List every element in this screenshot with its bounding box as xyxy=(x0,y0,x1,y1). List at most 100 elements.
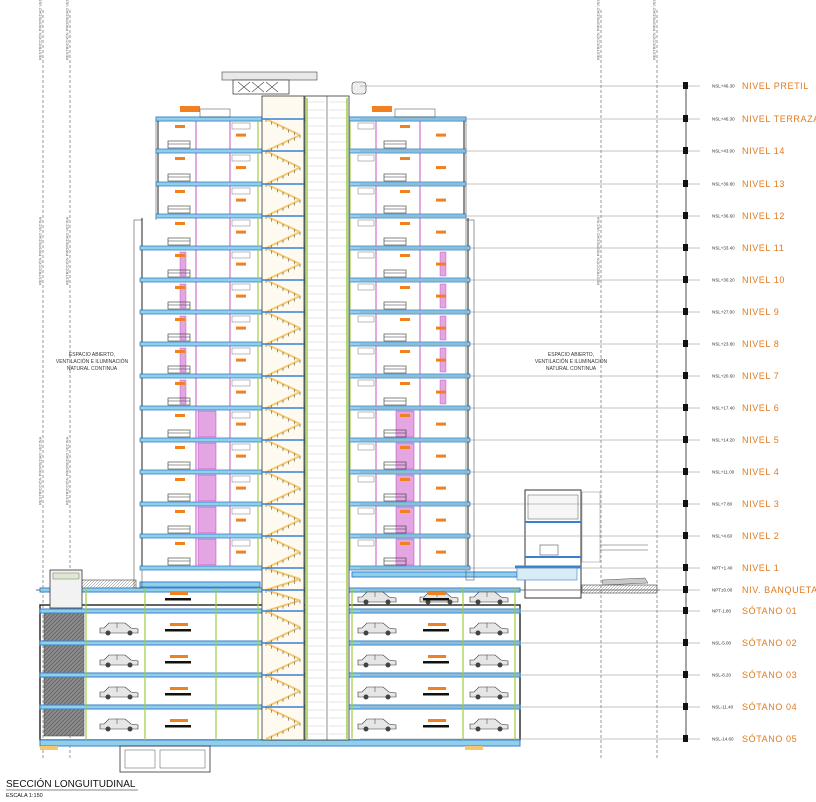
note-right-line1: ESPACIO ABIERTO, xyxy=(548,352,594,358)
note-left-line2: VENTILACIÓN E ILUMINACIÓN xyxy=(56,358,129,365)
level-elevation: NSL+43.00 xyxy=(712,149,735,154)
level-name: NIVEL 2 xyxy=(742,531,779,541)
level-elevation: NSL+30.20 xyxy=(712,278,735,283)
level-marker: NSL+14.20 NIVEL 5 xyxy=(360,435,779,445)
level-marker: NSL+23.80 NIVEL 8 xyxy=(360,339,779,349)
car-icon xyxy=(469,622,509,636)
restriction-label: RESTRICCIÓN PROPIEDAD VECINA xyxy=(652,0,657,60)
level-name: SÓTANO 01 xyxy=(742,606,797,616)
level-name: NIVEL 8 xyxy=(742,339,779,349)
note-left-line1: ESPACIO ABIERTO, xyxy=(69,352,115,358)
level-marker: NSL+7.80 NIVEL 3 xyxy=(360,499,779,509)
level-marker: NSL-11.40 SÓTANO 04 xyxy=(360,702,797,712)
level-marker: NSL+46.30 NIVEL TERRAZAS xyxy=(360,114,816,124)
level-name: NIVEL PRETIL xyxy=(742,81,809,91)
level-name: NIVEL 10 xyxy=(742,275,785,285)
level-marker: NPT+1.40 NIVEL 1 xyxy=(360,563,779,573)
level-name: NIVEL TERRAZAS xyxy=(742,114,816,124)
level-name: SÓTANO 05 xyxy=(742,734,797,744)
level-elevation: NSL+33.40 xyxy=(712,246,735,251)
restriction-label: RESTRICCIÓN PROPIEDAD VECINA xyxy=(65,216,70,285)
note-right-line3: NATURAL CONTINUA xyxy=(546,366,597,372)
rooftop-machine-room xyxy=(221,71,367,95)
level-elevation: NSL-5.00 xyxy=(712,641,732,646)
level-elevation: NSL+46.30 xyxy=(712,117,735,122)
level-name: NIVEL 9 xyxy=(742,307,779,317)
drawing-title: SECCIÓN LONGUITUDINAL xyxy=(6,777,136,790)
level-marker: NSL+30.20 NIVEL 10 xyxy=(360,275,785,285)
annotation-left: ESPACIO ABIERTO, VENTILACIÓN E ILUMINACI… xyxy=(56,352,129,372)
restriction-label: RESTRICCIÓN PROPIEDAD VECINA xyxy=(38,0,43,60)
level-marker: NPT-1.80 SÓTANO 01 xyxy=(360,606,797,616)
note-left-line3: NATURAL CONTINUA xyxy=(67,366,118,372)
level-elevation: NSL+39.80 xyxy=(712,182,735,187)
level-name: NIVEL 14 xyxy=(742,146,785,156)
restriction-label: RESTRICCIÓN PROPIEDAD VECINA xyxy=(38,436,43,505)
level-elevation: NPT+1.40 xyxy=(712,566,733,571)
level-name: NIVEL 7 xyxy=(742,371,779,381)
car-icon xyxy=(469,591,509,605)
restriction-labels: RESTRICCIÓN PROPIEDAD VECINA RESTRICCIÓN … xyxy=(38,0,657,505)
level-name: NIVEL 1 xyxy=(742,563,779,573)
car-icon xyxy=(357,718,397,732)
level-marker: NSL+43.00 NIVEL 14 xyxy=(360,146,785,156)
car-icon xyxy=(99,718,139,732)
level-elevation: NSL-11.40 xyxy=(712,705,734,710)
drawing-scale: ESCALA 1:150 xyxy=(6,793,43,799)
level-elevation: NSL+20.60 xyxy=(712,374,735,379)
level-elevation: NSL-14.60 xyxy=(712,737,734,742)
level-name: NIVEL 13 xyxy=(742,179,785,189)
level-elevation: NSL+17.40 xyxy=(712,406,735,411)
level-elevation: NSL+23.80 xyxy=(712,342,735,347)
level-name: NIVEL 4 xyxy=(742,467,779,477)
level-elevation: NSL+14.20 xyxy=(712,438,735,443)
restriction-label: RESTRICCIÓN PROPIEDAD VECINA xyxy=(596,216,601,285)
restriction-label: RESTRICCIÓN PROPIEDAD VECINA xyxy=(65,0,70,60)
level-name: NIVEL 5 xyxy=(742,435,779,445)
level-name: SÓTANO 03 xyxy=(742,670,797,680)
car-icon xyxy=(357,591,397,605)
note-right-line2: VENTILACIÓN E ILUMINACIÓN xyxy=(535,358,608,365)
entrance-annex xyxy=(515,489,649,599)
level-elevation: NPT±0.00 xyxy=(712,588,733,593)
tower-section xyxy=(133,95,475,741)
level-marker: NSL-8.20 SÓTANO 03 xyxy=(360,670,797,680)
level-elevation: NSL+11.00 xyxy=(712,470,735,475)
car-icon xyxy=(469,718,509,732)
level-name: NIVEL 6 xyxy=(742,403,779,413)
level-elevation: NPT-1.80 xyxy=(712,609,732,614)
restriction-label: RESTRICCIÓN PROPIEDAD VECINA xyxy=(38,216,43,285)
level-elevation: NSL-8.20 xyxy=(712,673,732,678)
restriction-label: RESTRICCIÓN PROPIEDAD VECINA xyxy=(596,0,601,60)
car-icon xyxy=(357,686,397,700)
title-block: SECCIÓN LONGUITUDINAL ESCALA 1:150 xyxy=(6,777,138,799)
car-icon xyxy=(469,686,509,700)
level-marker: NSL-14.60 SÓTANO 05 xyxy=(360,734,797,744)
level-elevation: NSL+46.30 xyxy=(712,84,735,89)
car-icon xyxy=(357,654,397,668)
restriction-label: RESTRICCIÓN PROPIEDAD VECINA xyxy=(65,436,70,505)
car-icon xyxy=(99,686,139,700)
level-marker: NSL+20.60 NIVEL 7 xyxy=(360,371,779,381)
level-elevation: NSL+7.80 xyxy=(712,502,733,507)
level-name: NIVEL 3 xyxy=(742,499,779,509)
left-annex xyxy=(49,569,83,609)
car-icon xyxy=(99,654,139,668)
level-marker: NSL+39.80 NIVEL 13 xyxy=(360,179,785,189)
level-name: SÓTANO 04 xyxy=(742,702,797,712)
car-icon xyxy=(469,654,509,668)
level-elevation: NSL+36.60 xyxy=(712,214,735,219)
level-marker: NSL+17.40 NIVEL 6 xyxy=(360,403,779,413)
level-marker: NSL+46.30 NIVEL PRETIL xyxy=(360,81,809,91)
annotation-right: ESPACIO ABIERTO, VENTILACIÓN E ILUMINACI… xyxy=(535,352,608,372)
level-marker: NSL+4.60 NIVEL 2 xyxy=(360,531,779,541)
level-elevation: NSL+4.60 xyxy=(712,534,733,539)
level-marker: NSL+11.00 NIVEL 4 xyxy=(360,467,779,477)
